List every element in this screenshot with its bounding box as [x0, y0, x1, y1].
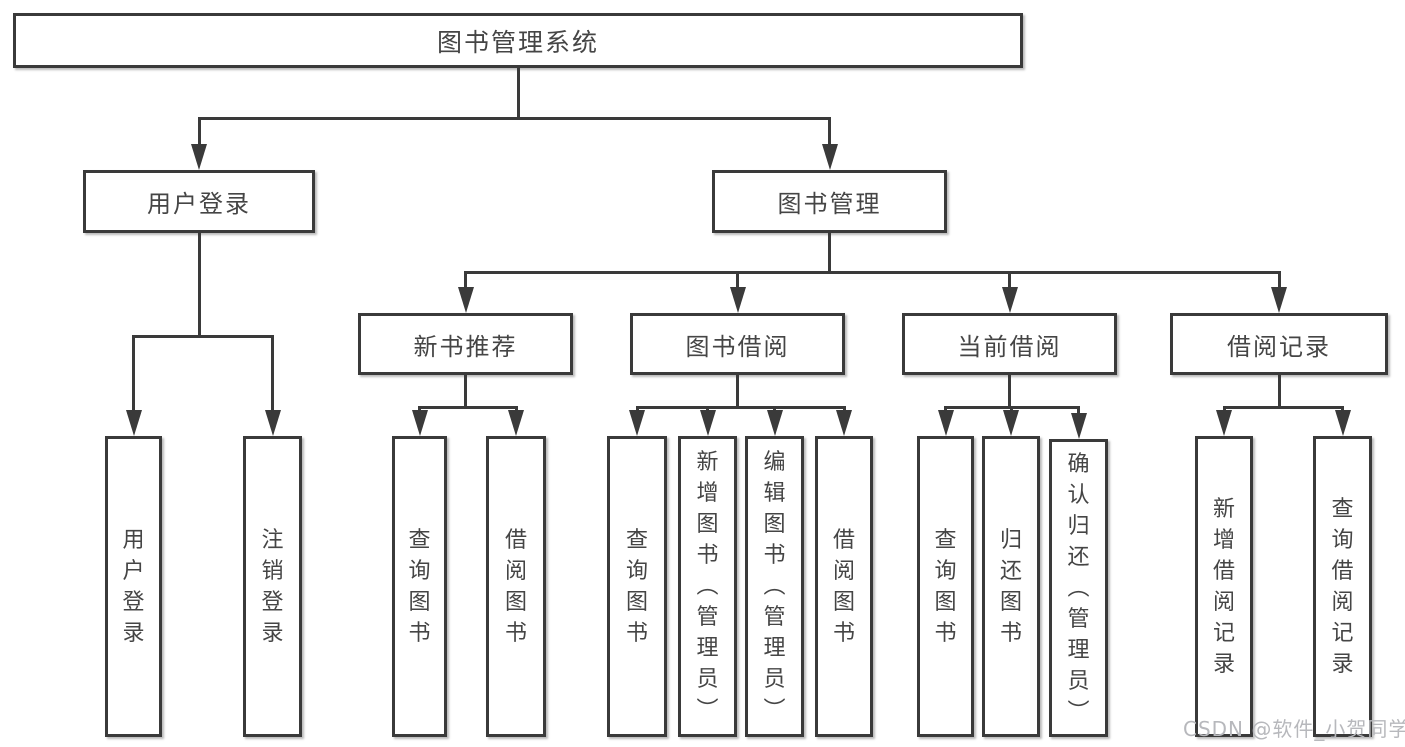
node-label-vertical: 查询借阅记录: [1331, 496, 1354, 677]
node-label: 新书推荐: [413, 332, 518, 361]
connector-stem: [464, 375, 467, 409]
node-br-query-record: 查询借阅记录: [1313, 436, 1372, 737]
connector-arrowhead: [821, 144, 838, 170]
connector-arrowhead: [264, 410, 281, 436]
connector-arrowhead: [1001, 287, 1018, 313]
node-label: 图书管理系统: [436, 27, 599, 57]
node-label-vertical: 新增借阅记录: [1212, 496, 1235, 677]
connector-stem: [736, 375, 739, 409]
node-label-vertical: 查询图书: [934, 527, 957, 646]
connector-stem: [1277, 375, 1281, 409]
connector-drop: [773, 406, 776, 411]
connector-drop: [828, 117, 831, 145]
connector-hbar: [464, 271, 1281, 274]
node-label-vertical: 编辑图书︵管理员︶: [763, 450, 786, 723]
connector-arrowhead: [1216, 410, 1232, 436]
node-user-login: 用户登录: [83, 170, 315, 233]
node-user-login-leaf: 用户登录: [105, 436, 162, 737]
connector-drop: [464, 271, 467, 288]
node-nbr-query-books: 查询图书: [392, 436, 447, 737]
node-label: 借阅记录: [1227, 332, 1331, 361]
node-bb-query-books: 查询图书: [607, 436, 667, 737]
connector-arrowhead: [1003, 410, 1019, 436]
connector-drop: [736, 271, 739, 288]
connector-drop: [944, 406, 947, 411]
node-label: 图书管理: [777, 190, 882, 218]
connector-arrowhead: [1271, 287, 1287, 313]
connector-arrowhead: [411, 410, 428, 436]
node-new-book-rec: 新书推荐: [358, 313, 573, 375]
connector-drop: [1277, 271, 1281, 288]
connector-stem: [828, 233, 831, 274]
connector-drop: [1222, 406, 1226, 411]
connector-hbar: [418, 406, 518, 409]
node-book-borrow: 图书借阅: [630, 313, 845, 375]
node-current-borrow: 当前借阅: [902, 313, 1117, 375]
connector-drop: [1009, 406, 1013, 411]
watermark: CSDN @软件_小贺同学: [1183, 717, 1405, 741]
connector-arrowhead: [937, 410, 954, 436]
connector-hbar: [132, 335, 274, 338]
connector-drop: [842, 406, 846, 411]
connector-hbar: [635, 406, 846, 409]
node-label-vertical: 借阅图书: [504, 527, 527, 646]
connector-drop: [635, 406, 639, 411]
node-label-vertical: 注销登录: [261, 527, 284, 646]
node-borrow-records: 借阅记录: [1170, 313, 1388, 375]
node-cb-confirm-return: 确认归还︵管理员︶: [1049, 439, 1108, 737]
connector-drop: [271, 335, 274, 411]
node-bb-add-books: 新增图书︵管理员︶: [678, 436, 737, 737]
node-label-vertical: 确认归还︵管理员︶: [1067, 451, 1090, 725]
node-label-vertical: 借阅图书: [832, 527, 855, 646]
connector-drop: [706, 406, 709, 411]
connector-hbar: [1222, 406, 1344, 409]
connector-stem: [516, 68, 520, 120]
node-label-vertical: 查询图书: [625, 527, 648, 646]
node-nbr-borrow-books: 借阅图书: [486, 436, 546, 737]
node-root: 图书管理系统: [13, 13, 1023, 68]
connector-drop: [1341, 406, 1344, 411]
node-cb-return-books: 归还图书: [982, 436, 1040, 737]
node-cb-query-books: 查询图书: [917, 436, 974, 737]
connector-drop: [197, 117, 201, 145]
node-bb-edit-books: 编辑图书︵管理员︶: [745, 436, 804, 737]
connector-arrowhead: [766, 410, 783, 436]
node-label-vertical: 新增图书︵管理员︶: [696, 450, 719, 723]
connector-arrowhead: [508, 410, 524, 436]
node-label-vertical: 查询图书: [408, 527, 431, 646]
connector-drop: [418, 406, 421, 411]
connector-stem: [1008, 375, 1011, 409]
connector-arrowhead: [1070, 413, 1087, 439]
connector-arrowhead: [836, 410, 852, 436]
node-label-vertical: 归还图书: [999, 527, 1022, 646]
connector-arrowhead: [125, 410, 142, 436]
connector-hbar: [197, 117, 831, 120]
connector-drop: [132, 335, 135, 411]
connector-drop: [1077, 406, 1080, 414]
connector-stem: [197, 233, 201, 338]
connector-arrowhead: [629, 410, 645, 436]
node-br-add-record: 新增借阅记录: [1195, 436, 1253, 737]
connector-arrowhead: [191, 144, 207, 170]
node-book-mgmt: 图书管理: [712, 170, 947, 233]
connector-arrowhead: [729, 287, 746, 313]
node-label-vertical: 用户登录: [122, 527, 145, 646]
connector-arrowhead: [1334, 410, 1351, 436]
node-logout-leaf: 注销登录: [243, 436, 302, 737]
connector-drop: [514, 406, 518, 411]
node-bb-borrow-books: 借阅图书: [815, 436, 873, 737]
node-label: 图书借阅: [685, 332, 790, 361]
connector-drop: [1008, 271, 1011, 288]
connector-arrowhead: [457, 287, 474, 313]
connector-arrowhead: [699, 410, 716, 436]
node-label: 当前借阅: [957, 332, 1062, 361]
node-label: 用户登录: [147, 190, 251, 218]
